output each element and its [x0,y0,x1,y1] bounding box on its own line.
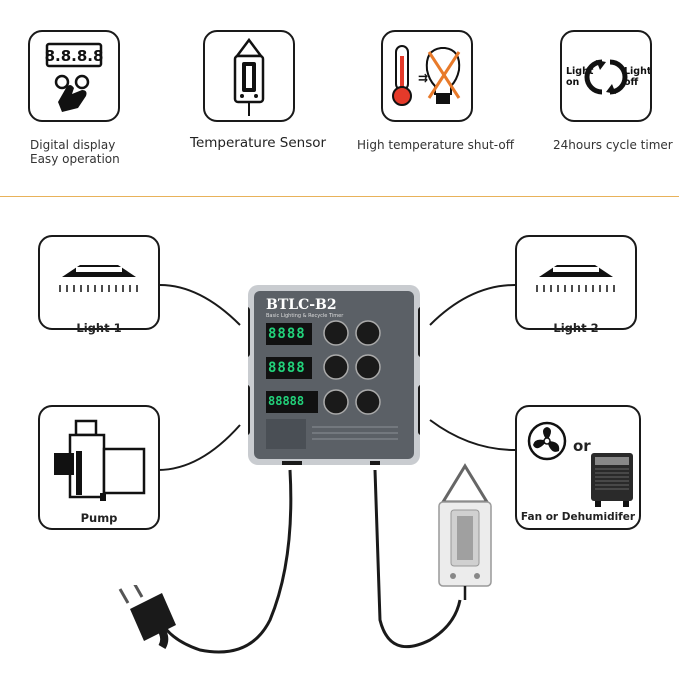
fan-box: or Fan or Dehumidifer [515,405,641,530]
cycle-timer-feature-box: Light on Light off [560,30,652,122]
fan-icon [527,421,567,461]
high-temperature-shutoff-icon: ⇉ [392,45,461,106]
section-divider [0,196,679,197]
temperature-sensor-icon [233,37,265,116]
temperature-sensor-label: Temperature Sensor [190,135,327,151]
controller-brand: BTLC-B2 [266,297,337,313]
light2-label: Light 2 [553,321,599,335]
light-on-text-2: on [566,77,580,88]
pump-icon [54,419,146,501]
controller-display-3: 88888 [268,394,305,408]
light2-box: Light 2 [515,235,637,335]
light-off-text-1: Light [624,66,650,77]
display-digits: 8.8.8.8 [45,47,104,65]
cycle-timer-label: 24hours cycle timer [553,138,673,152]
grow-light-icon [536,265,615,292]
svg-text:⇉: ⇉ [418,71,428,85]
light1-box: Light 1 [38,235,160,335]
pump-label: Pump [80,511,118,525]
grow-light-icon [59,265,138,292]
controller-subtitle: Basic Lighting & Recycle Timer [266,313,344,319]
temperature-sensor-feature-box [203,30,295,122]
fan-label: Fan or Dehumidifer [520,511,636,523]
sensor-probe-icon [438,463,492,600]
light-off-text-2: off [624,77,639,88]
digital-display-icon: 8.8.8.8 [45,42,104,112]
controller-display-2: 8888 [268,360,306,376]
digital-display-feature-box: 8.8.8.8 [28,30,120,122]
controller-unit: BTLC-B2 Basic Lighting & Recycle Timer 8… [248,285,420,465]
cycle-timer-icon: Light on Light off [566,59,652,95]
controller-display-1: 8888 [268,326,306,342]
light1-label: Light 1 [76,321,122,335]
pump-box: Pump [38,405,160,530]
high-temp-shutoff-feature-box: ⇉ [381,30,473,122]
power-plug-icon [118,585,176,650]
dehumidifier-icon [591,453,633,507]
high-temp-shutoff-label: High temperature shut-off [357,138,514,152]
light-on-text-1: Light [566,66,594,77]
or-text: or [573,437,591,455]
